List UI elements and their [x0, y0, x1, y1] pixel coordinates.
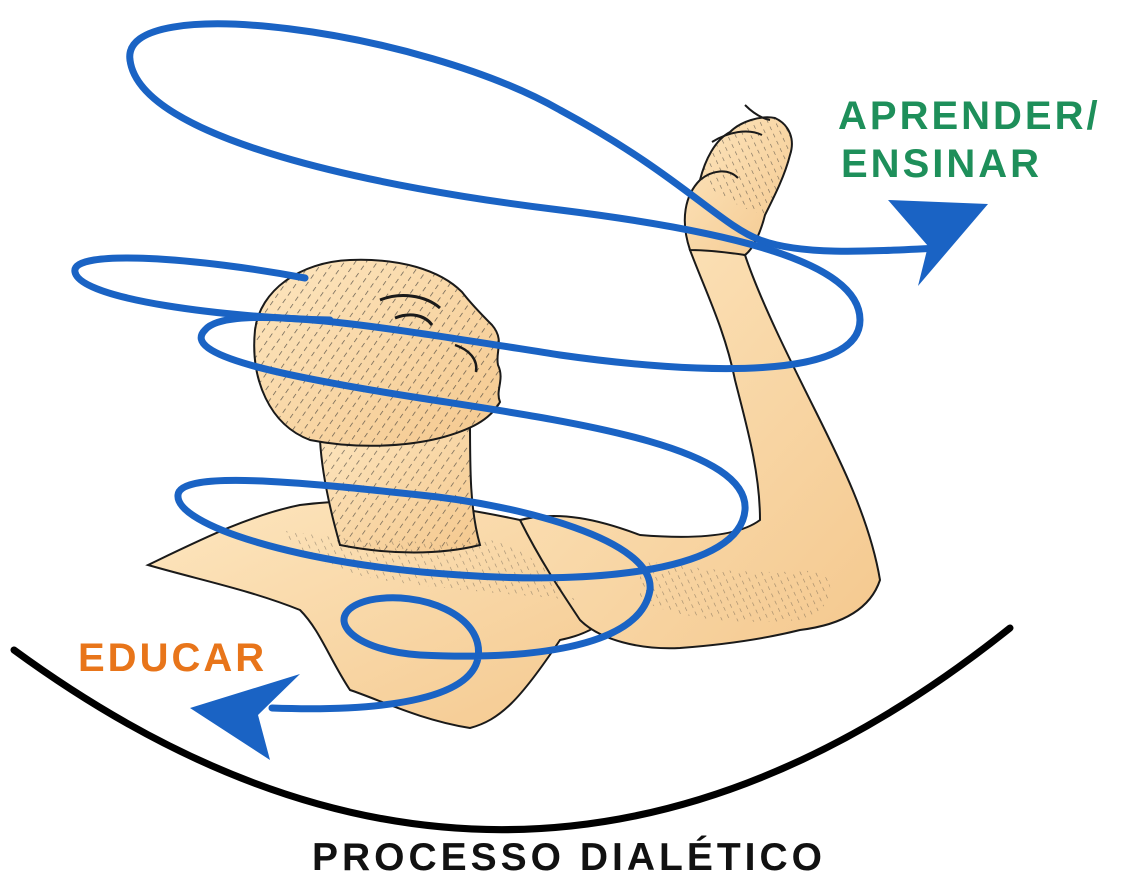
label-learn-line1: APRENDER/	[838, 92, 1101, 140]
arrow-up-right	[888, 200, 988, 286]
label-learn-line2: ENSINAR	[838, 140, 1101, 188]
label-learn-teach: APRENDER/ ENSINAR	[838, 92, 1101, 188]
label-educate: EDUCAR	[78, 636, 267, 680]
arrow-down-left	[190, 674, 300, 760]
diagram-title: PROCESSO DIALÉTICO	[0, 836, 1138, 880]
